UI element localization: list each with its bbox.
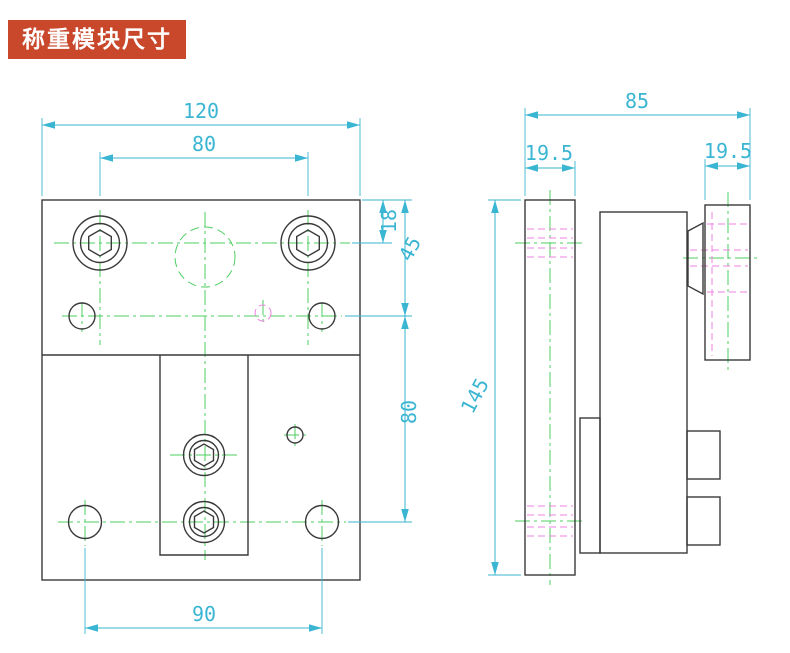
dim-front-bottom-hole-spacing: 90 [192,602,216,626]
front-body-outline [41,199,361,581]
side-view-hidden-lines [527,212,748,537]
dim-front-top-hole-spacing: 80 [192,132,216,156]
counterbore-hole-channel-lower-inner [188,506,220,538]
hidden-small-hole [254,304,272,322]
front-channel-slot [159,355,249,556]
load-pin-hole-dashed-circle [174,226,236,288]
counterbore-hole-top-right-inner [287,222,329,264]
hex-socket-channel-lower [193,510,215,534]
counterbore-hole-top-left-outer [72,215,128,271]
page-title: 称重模块尺寸 [8,20,186,60]
counterbore-hole-channel-lower-outer [182,500,226,544]
front-view-outline [41,199,361,581]
dim-front-top-edge-offset: 18 [377,209,401,233]
counterbore-hole-channel-upper-outer [182,433,226,477]
side-bolt-block-lower [686,496,721,546]
counterbore-hole-top-right-outer [280,215,336,271]
side-view-centerlines [515,190,758,585]
dim-side-right-plate-thickness: 19.5 [704,139,752,163]
front-view-dimensions: 120 80 18 45 80 90 [41,99,427,634]
hole-bottom-left [67,504,103,540]
hex-socket-top-right [296,229,320,257]
side-view-outline [524,199,751,576]
dim-front-width-total: 120 [183,99,219,123]
dim-side-total-depth: 85 [625,89,649,113]
counterbore-hole-channel-upper-inner [188,439,220,471]
small-hole-mid-right [286,426,304,444]
hole-bottom-right [304,504,340,540]
side-bolt-block-upper [686,430,721,480]
dim-side-total-height: 145 [456,374,494,417]
dim-side-left-plate-thickness: 19.5 [525,141,573,165]
front-view-centerlines [54,210,350,560]
hex-socket-channel-upper [193,443,215,467]
front-view: 120 80 18 45 80 90 [41,99,427,634]
dim-front-lower-height: 80 [397,400,421,424]
side-screw-head [687,221,704,296]
side-right-plate [704,204,751,361]
small-hole-upper-right [308,302,336,330]
side-view-dimensions: 85 19.5 19.5 145 [456,89,752,576]
hex-socket-top-left [87,229,113,257]
side-left-plate [524,199,576,576]
counterbore-hole-top-left-inner [79,222,121,264]
dim-front-upper-height: 45 [394,232,427,265]
side-middle-block [599,211,688,554]
side-view: 85 19.5 19.5 145 [456,89,758,585]
side-step-ledge [579,417,601,554]
small-hole-upper-left [68,302,96,330]
